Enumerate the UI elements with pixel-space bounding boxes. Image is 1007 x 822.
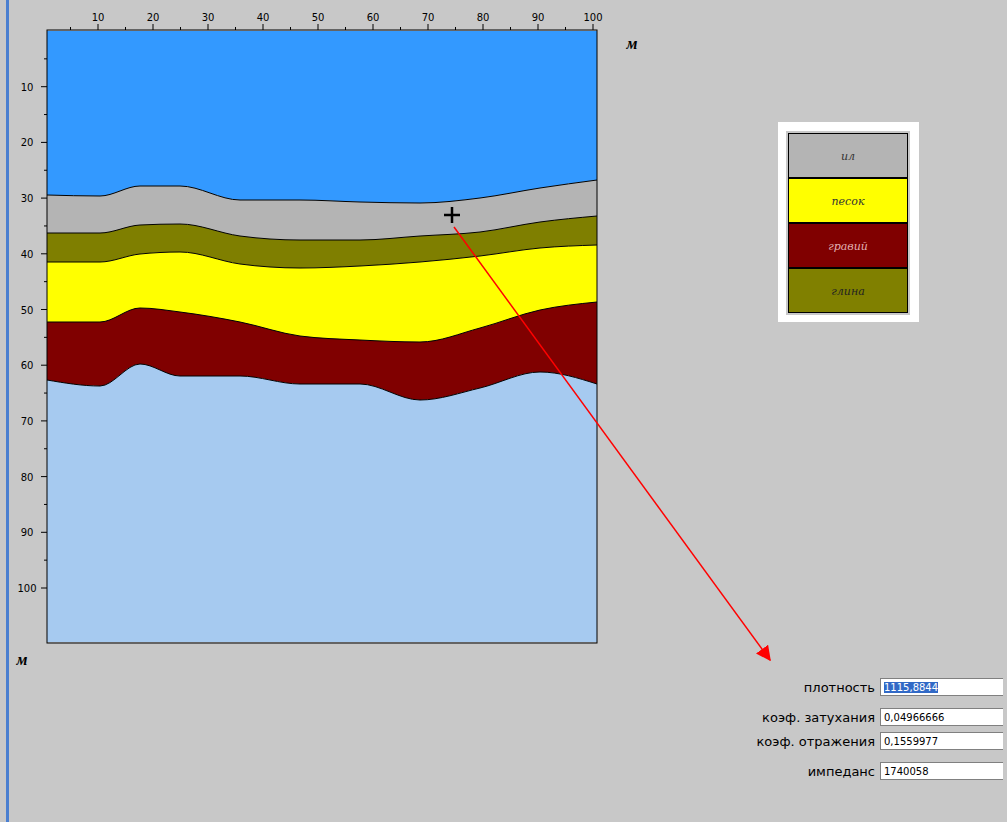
legend-text: песок	[789, 194, 907, 207]
tick-mark	[125, 27, 126, 30]
tick-mark	[41, 476, 47, 477]
tick-mark	[44, 337, 47, 338]
axis-tick-label: 10	[92, 12, 105, 23]
field-label: импеданс	[808, 764, 875, 779]
tick-mark	[483, 24, 484, 30]
tick-mark	[41, 420, 47, 421]
tick-mark	[70, 27, 71, 30]
tick-mark	[41, 86, 47, 87]
field-value: 1740058	[880, 762, 1003, 780]
tick-mark	[263, 24, 264, 30]
tick-mark	[318, 24, 319, 30]
axis-tick-label: 100	[17, 583, 36, 594]
tick-mark	[44, 560, 47, 561]
soil-layer	[47, 31, 597, 203]
legend-ground	[786, 131, 910, 315]
tick-mark	[41, 142, 47, 143]
layer-boundary	[47, 180, 597, 203]
tick-mark	[98, 24, 99, 30]
tick-mark	[510, 27, 511, 30]
axis-tick-label: 90	[21, 527, 34, 538]
tick-mark	[44, 504, 47, 505]
legend-swatch: гравий	[788, 223, 908, 268]
tick-mark	[235, 27, 236, 30]
field-label: плотность	[804, 680, 875, 695]
legend-frame	[778, 122, 919, 322]
field-value: 0,1559977	[880, 732, 1003, 750]
tick-mark	[373, 24, 374, 30]
axis-tick-label: 60	[21, 360, 34, 371]
tick-mark	[41, 198, 47, 199]
axis-tick-label: 40	[257, 12, 270, 23]
axis-tick-label: 30	[21, 193, 34, 204]
window-border	[6, 0, 9, 822]
axis-tick-label: 40	[21, 248, 34, 259]
tick-mark	[44, 114, 47, 115]
field-value: 0,04966666	[880, 708, 1003, 726]
layer-boundary	[47, 216, 597, 240]
axis-tick-label: 50	[312, 12, 325, 23]
legend-swatch: ил	[788, 133, 908, 178]
tick-mark	[208, 24, 209, 30]
axis-unit: м	[627, 35, 638, 53]
axis-tick-label: 10	[21, 81, 34, 92]
tick-mark	[44, 58, 47, 59]
field-label: коэф. отражения	[756, 734, 875, 749]
tick-mark	[41, 532, 47, 533]
legend-swatch: глина	[788, 268, 908, 313]
soil-layer	[47, 364, 597, 642]
tick-mark	[593, 24, 594, 30]
axis-unit: м	[17, 651, 28, 669]
legend-text: гравий	[789, 239, 907, 252]
tick-mark	[455, 27, 456, 30]
tick-mark	[41, 588, 47, 589]
tick-mark	[44, 448, 47, 449]
legend-swatch: песок	[788, 178, 908, 223]
axis-tick-label: 90	[532, 12, 545, 23]
tick-mark	[428, 24, 429, 30]
pointer-arrow	[454, 227, 770, 660]
tick-mark	[538, 24, 539, 30]
cross-marker	[444, 207, 460, 223]
tick-mark	[290, 27, 291, 30]
field-value: 1115,8844	[880, 678, 1003, 696]
layer-boundary	[47, 364, 597, 400]
tick-mark	[44, 225, 47, 226]
tick-mark	[41, 365, 47, 366]
tick-mark	[44, 281, 47, 282]
axis-ticks	[41, 24, 593, 588]
layer-boundary	[47, 245, 597, 268]
axis-tick-label: 80	[477, 12, 490, 23]
legend-text: ил	[789, 149, 907, 162]
tick-mark	[153, 24, 154, 30]
axis-tick-label: 80	[21, 471, 34, 482]
axis-tick-label: 50	[21, 304, 34, 315]
axis-tick-label: 20	[147, 12, 160, 23]
axis-tick-label: 20	[21, 137, 34, 148]
legend-text: глина	[789, 284, 907, 297]
axis-tick-label: 60	[367, 12, 380, 23]
field-label: коэф. затухания	[762, 710, 875, 725]
tick-mark	[44, 170, 47, 171]
tick-mark	[400, 27, 401, 30]
tick-mark	[44, 393, 47, 394]
tick-mark	[41, 309, 47, 310]
tick-mark	[565, 27, 566, 30]
layer-section	[47, 31, 597, 642]
tick-mark	[41, 253, 47, 254]
axis-tick-label: 70	[21, 415, 34, 426]
tick-mark	[180, 27, 181, 30]
axis-tick-label: 100	[583, 12, 602, 23]
layer-boundary	[47, 302, 597, 342]
tick-mark	[345, 27, 346, 30]
plot-frame	[47, 30, 597, 643]
axis-tick-label: 70	[422, 12, 435, 23]
axis-tick-label: 30	[202, 12, 215, 23]
